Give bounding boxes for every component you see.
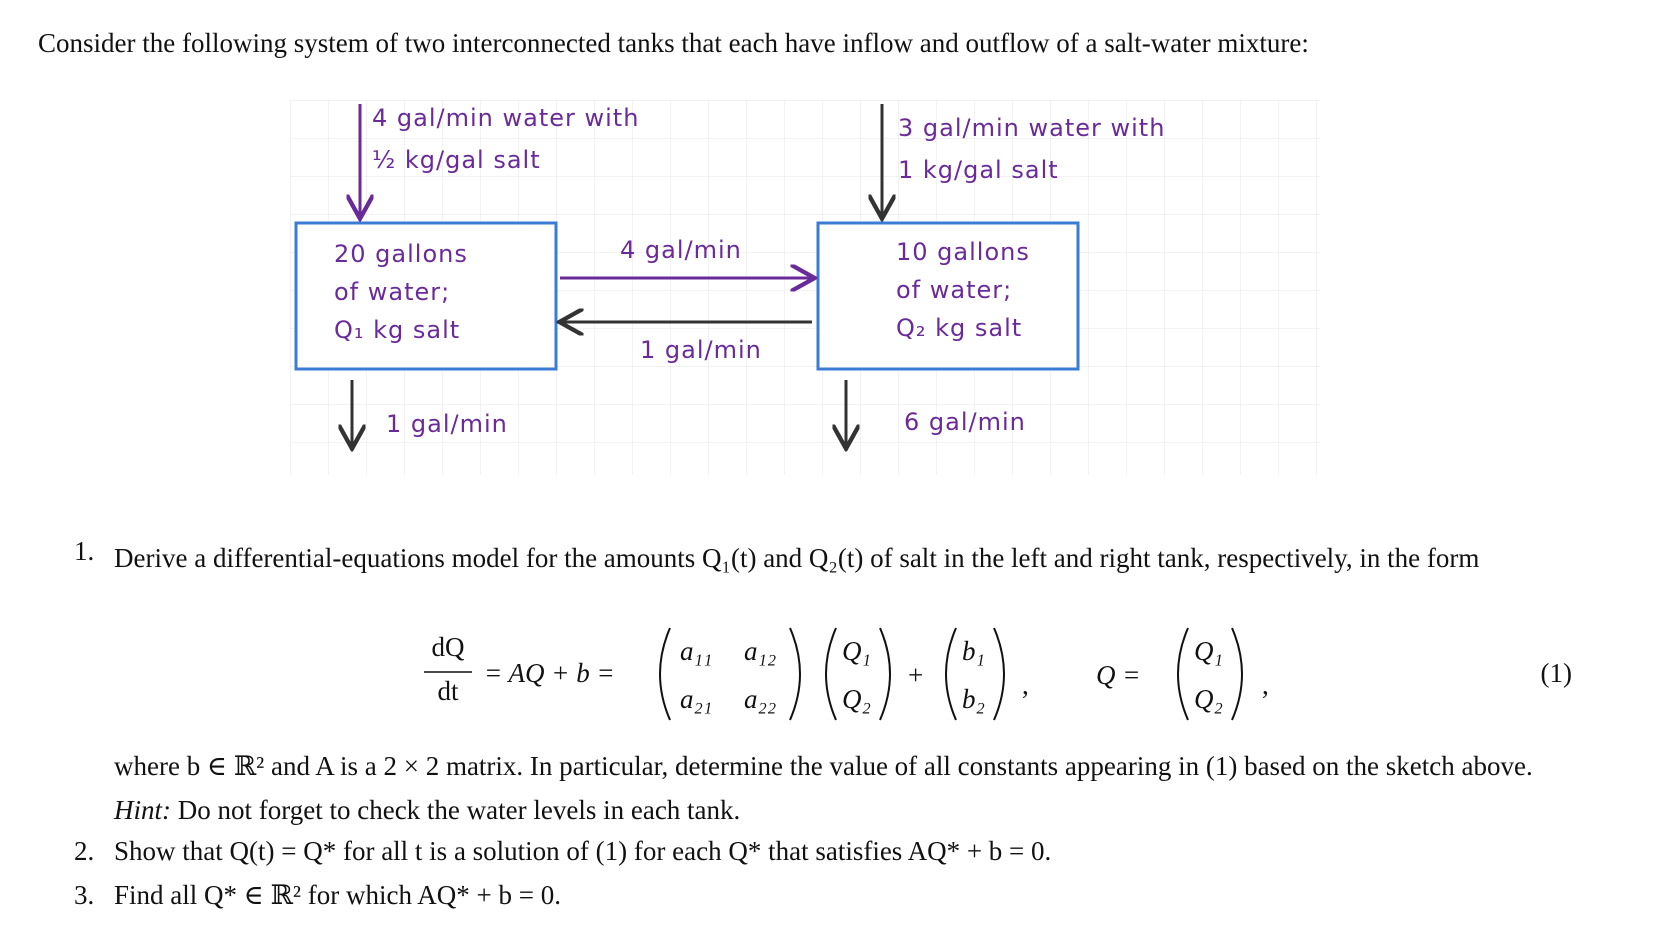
right-tank	[816, 221, 1080, 371]
right-inflow-label-1: 3 gal/min water with	[898, 114, 1166, 142]
question-3-number: 3.	[74, 880, 95, 910]
matrix-a21: a₂₁	[680, 684, 712, 714]
right-tank-label-2: of water;	[896, 276, 1013, 304]
right-outflow-label: 6 gal/min	[904, 408, 1026, 436]
vecq2-q2: Q₂	[1194, 684, 1223, 714]
vecb-left-paren	[945, 627, 957, 721]
vecq-q1: Q₁	[842, 636, 871, 666]
where-text: where b ∈ ℝ² and A is a 2 × 2 matrix. In…	[114, 751, 1533, 781]
vecq-q2: Q₂	[842, 684, 871, 714]
right-tank-label-1: 10 gallons	[896, 238, 1030, 266]
hint-label: Hint:	[114, 795, 171, 825]
question-3-text: Find all Q* ∈ ℝ² for which AQ* + b = 0.	[114, 880, 561, 910]
matrix-left-paren	[659, 627, 671, 721]
question-2-text: Show that Q(t) = Q* for all t is a solut…	[114, 836, 1052, 866]
vecq2-q1: Q₁	[1194, 636, 1223, 666]
matrix-a22: a₂₂	[744, 684, 776, 714]
question-3: 3. Find all Q* ∈ ℝ² for which AQ* + b = 0…	[74, 880, 561, 911]
tank-sketch	[290, 100, 1320, 475]
matrix-right-paren	[789, 627, 801, 721]
eq-comma-2: ,	[1262, 670, 1269, 700]
left-inflow-label-1: 4 gal/min water with	[372, 104, 640, 132]
eq-lhs-denominator: dt	[437, 676, 459, 706]
matrix-a12: a₁₂	[744, 636, 776, 666]
question-2-number: 2.	[74, 836, 95, 866]
vecq2-right-paren	[1231, 627, 1243, 721]
left-outflow-label: 1 gal/min	[386, 410, 508, 438]
right-tank-label-3: Q₂ kg salt	[896, 314, 1023, 342]
equation-number: (1)	[1541, 658, 1572, 688]
left-inflow-label-2: ½ kg/gal salt	[372, 146, 541, 174]
question-1-number: 1.	[74, 536, 95, 566]
flow-left-to-right-label: 4 gal/min	[620, 236, 742, 264]
eq-lhs-numerator: dQ	[432, 632, 466, 662]
flow-right-to-left-label: 1 gal/min	[640, 336, 762, 364]
equation-1: dQ dt = AQ + b = a₁₁ a₁₂ a₂₁ a₂₂ Q₁ Q₂ +…	[0, 620, 1656, 730]
vecq-right-paren	[879, 627, 891, 721]
eq-plus: +	[908, 660, 923, 690]
eq-rhs-text: = AQ + b =	[484, 658, 615, 688]
where-paragraph: where b ∈ ℝ² and A is a 2 × 2 matrix. In…	[114, 744, 1570, 832]
eq-q-definition: Q =	[1096, 660, 1140, 690]
vecq2-left-paren	[1177, 627, 1189, 721]
left-tank-label-3: Q₁ kg salt	[334, 316, 461, 344]
vecb-b1: b₁	[962, 636, 985, 666]
intro-paragraph: Consider the following system of two int…	[38, 28, 1309, 58]
vecb-b2: b₂	[962, 684, 985, 714]
hint-text: Do not forget to check the water levels …	[177, 795, 741, 825]
left-tank-label-1: 20 gallons	[334, 240, 468, 268]
question-2: 2. Show that Q(t) = Q* for all t is a sol…	[74, 836, 1051, 867]
left-tank	[294, 221, 558, 371]
question-1-text: Derive a differential-equations model fo…	[114, 543, 1480, 573]
vecq-left-paren	[825, 627, 837, 721]
matrix-a11: a₁₁	[680, 636, 712, 666]
vecb-right-paren	[993, 627, 1005, 721]
left-tank-label-2: of water;	[334, 278, 451, 306]
eq-comma-1: ,	[1022, 670, 1029, 700]
right-inflow-label-2: 1 kg/gal salt	[898, 156, 1059, 184]
